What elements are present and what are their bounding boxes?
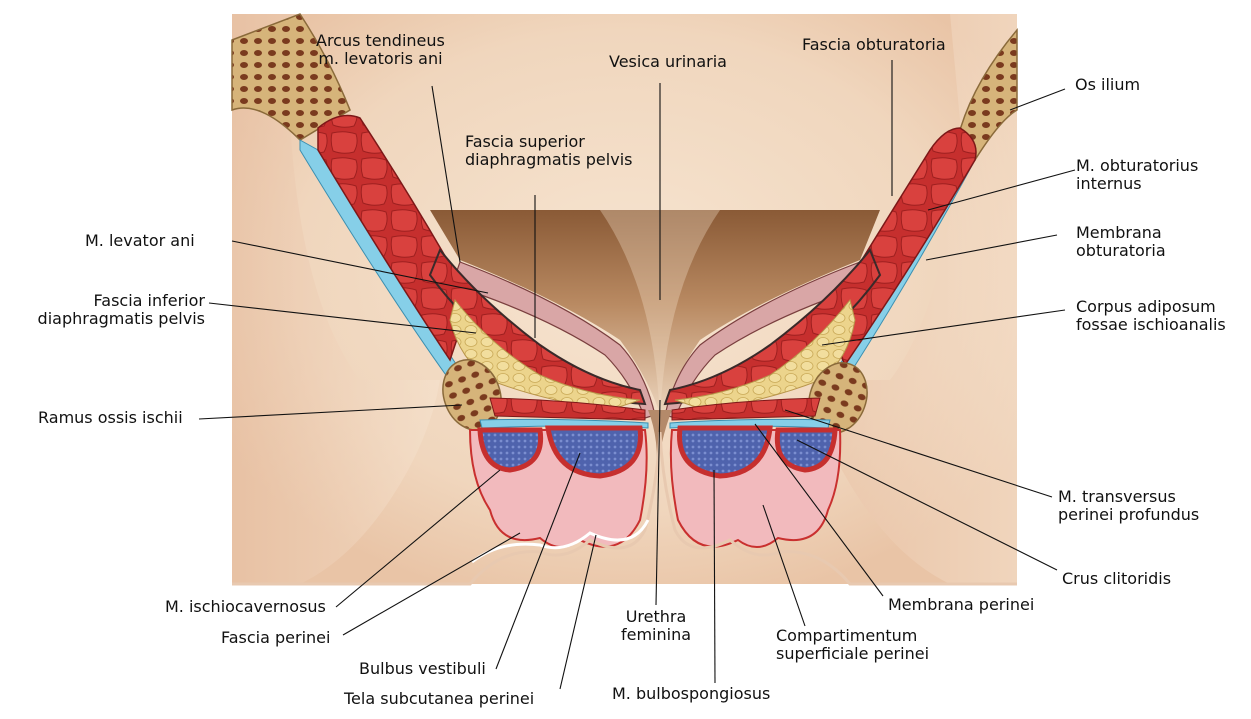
label-os-ilium: Os ilium (1075, 76, 1140, 94)
label-m-bulbospongiosus: M. bulbospongiosus (612, 685, 770, 703)
label-fascia-obturatoria: Fascia obturatoria (802, 36, 946, 54)
label-m-ischiocavernosus: M. ischiocavernosus (165, 598, 326, 616)
label-ramus-ossis-ischii: Ramus ossis ischii (38, 409, 183, 427)
label-membrana-perinei: Membrana perinei (888, 596, 1034, 614)
label-crus-clitoridis: Crus clitoridis (1062, 570, 1171, 588)
label-bulbus-vestibuli: Bulbus vestibuli (359, 660, 486, 678)
label-m-levator-ani: M. levator ani (85, 232, 195, 250)
label-tela-subcutanea: Tela subcutanea perinei (344, 690, 534, 708)
label-fascia-perinei: Fascia perinei (221, 629, 330, 647)
label-vesica-urinaria: Vesica urinaria (609, 53, 727, 71)
